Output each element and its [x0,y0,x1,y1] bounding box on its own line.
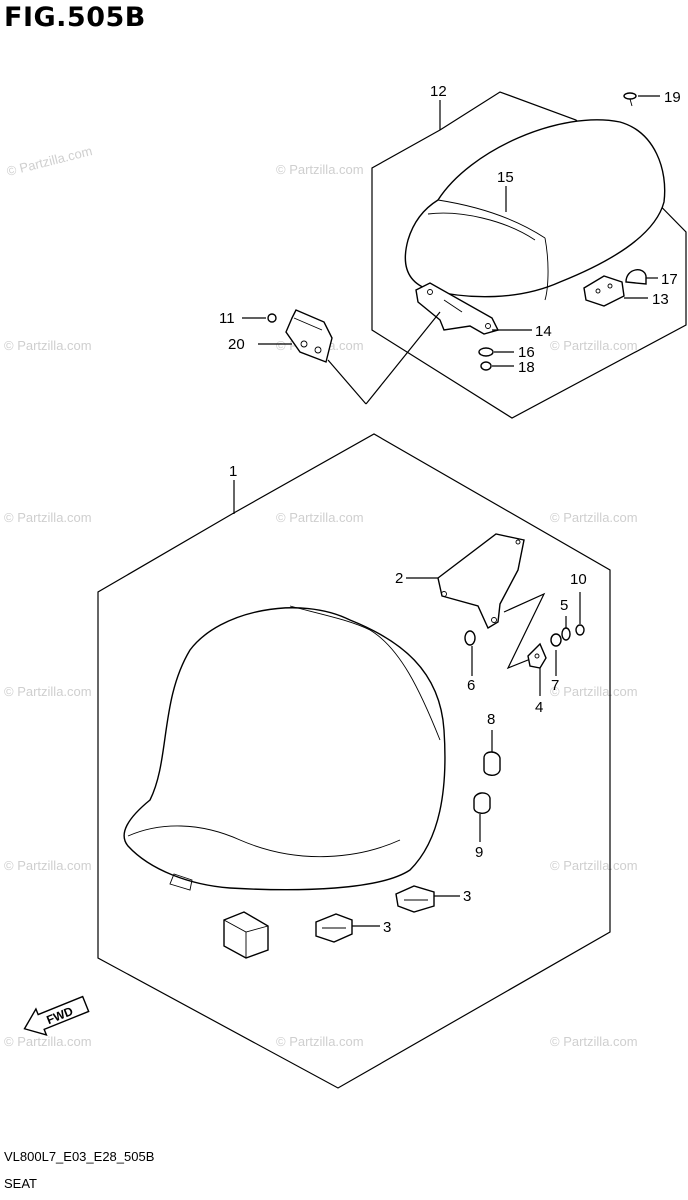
callout-19: 19 [664,89,681,106]
watermark: © Partzilla.com [550,1034,638,1049]
callout-18: 18 [518,359,535,376]
leader-line [327,359,367,405]
watermark: © Partzilla.com [4,510,92,525]
bolt [267,313,277,323]
rear-bracket [415,282,500,335]
accessory-box [223,911,269,959]
callout-5: 5 [560,597,568,614]
handle-bracket [285,309,333,363]
watermark: © Partzilla.com [550,510,638,525]
cushion [473,792,491,814]
callout-3: 3 [383,919,391,936]
callout-16: 16 [518,344,535,361]
watermark: © Partzilla.com [550,858,638,873]
cushion [483,751,501,776]
watermark: © Partzilla.com [276,510,364,525]
washer [478,347,494,357]
callout-14: 14 [535,323,552,340]
nut [575,624,585,636]
callout-3: 3 [463,888,471,905]
diagram-subtitle: SEAT [4,1176,37,1191]
callout-4: 4 [535,699,543,716]
cushion-rubber [395,885,435,913]
callout-11: 11 [219,310,235,327]
figure-title: FIG.505B [4,2,146,33]
callout-10: 10 [570,571,587,588]
watermark: © Partzilla.com [276,1034,364,1049]
watermark: © Partzilla.com [4,858,92,873]
callout-1: 1 [229,463,237,480]
front-seat-group-outline [97,433,611,1089]
watermark: © Partzilla.com [276,162,364,177]
callout-8: 8 [487,711,495,728]
rear-seat-group-outline [371,91,687,419]
callout-15: 15 [497,169,514,186]
nut [480,361,492,371]
callout-13: 13 [652,291,669,308]
callout-7: 7 [551,677,559,694]
watermark: © Partzilla.com [4,338,92,353]
rear-seat [404,119,666,301]
washer [464,630,476,646]
front-bracket [437,533,525,630]
watermark: © Partzilla.com [5,143,94,179]
cap-nut [625,269,647,285]
watermark: © Partzilla.com [4,1034,92,1049]
callout-9: 9 [475,844,483,861]
front-seat [123,605,446,891]
callout-12: 12 [430,83,447,100]
watermark: © Partzilla.com [550,338,638,353]
callout-17: 17 [661,271,678,288]
callout-6: 6 [467,677,475,694]
callout-2: 2 [395,570,403,587]
diagram-code: VL800L7_E03_E28_505B [4,1149,155,1164]
clip [527,642,547,669]
collar [550,633,562,647]
cushion-rubber [315,913,353,943]
screw [623,92,637,107]
cushion-rubber [583,275,625,307]
watermark: © Partzilla.com [4,684,92,699]
leader-line [503,592,546,670]
watermark: © Partzilla.com [550,684,638,699]
leader-line [365,311,441,405]
callout-20: 20 [228,336,245,353]
washer [561,627,571,641]
